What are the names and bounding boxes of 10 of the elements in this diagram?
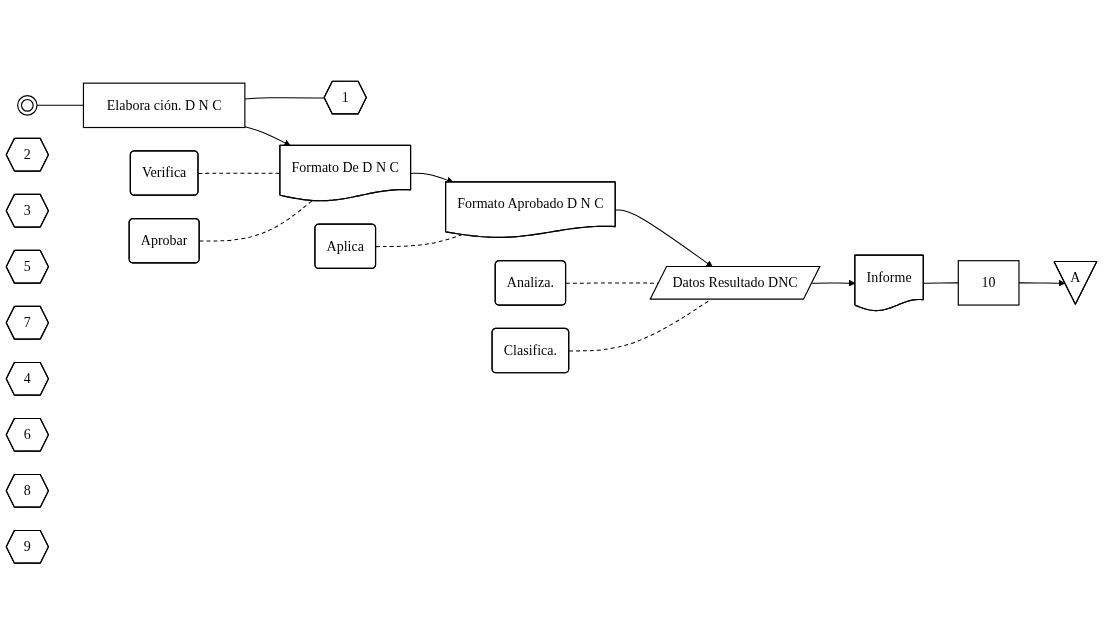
node-box: Elabora ción. D N C (82, 82, 246, 128)
node-box: 10 (957, 259, 1020, 306)
connector (375, 234, 463, 247)
arrow (811, 279, 856, 287)
connector (244, 97, 325, 100)
arrow (615, 209, 713, 267)
connector (199, 200, 313, 242)
arrow (1018, 279, 1066, 287)
arrow (244, 126, 291, 146)
connector (923, 282, 959, 284)
